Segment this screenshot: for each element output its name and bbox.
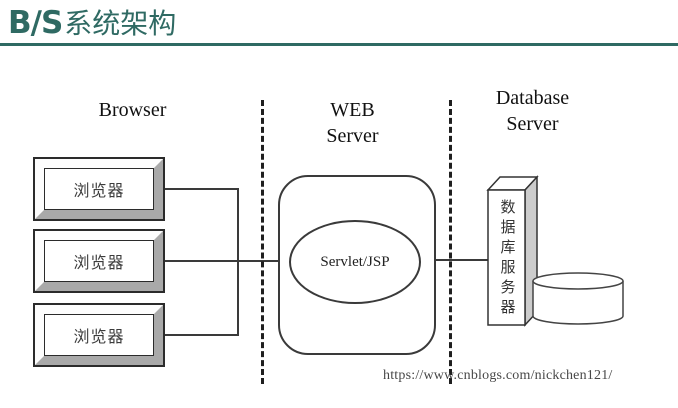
web-server-line2: Server (326, 125, 379, 147)
database-box-front-face (487, 189, 526, 326)
web-server-line1: WEB (330, 99, 375, 121)
browser-node-1-bevel: 浏览器 (35, 159, 163, 219)
title-underline (0, 43, 678, 46)
database-server-line1: Database (495, 87, 570, 109)
connector-browser3 (164, 334, 239, 336)
connector-browser2-to-webserver (164, 260, 280, 262)
browser-node-3-bevel: 浏览器 (35, 305, 163, 365)
browser-node-2-bevel: 浏览器 (35, 231, 163, 291)
database-server-label: 数据库服务器 (498, 199, 516, 319)
database-cylinder-top (532, 272, 624, 290)
page-title: B/S 系统架构 (8, 2, 176, 42)
browser-node-2-label: 浏览器 (44, 240, 154, 282)
browser-node-2: 浏览器 (33, 229, 165, 293)
database-server-line2: Server (506, 113, 559, 135)
footer-url: https://www.cnblogs.com/nickchen121/ (383, 368, 613, 383)
section-header-web-server: WEB Server (280, 97, 425, 149)
browser-node-3-label: 浏览器 (44, 314, 154, 356)
connector-webserver-to-database (434, 259, 490, 261)
browser-node-1: 浏览器 (33, 157, 165, 221)
separator-dashed-right (449, 100, 452, 384)
section-header-browser: Browser (98, 99, 167, 121)
browser-node-1-label: 浏览器 (44, 168, 154, 210)
title-latin: B/S (8, 5, 63, 41)
database-server-shape (486, 175, 624, 327)
browser-node-3: 浏览器 (33, 303, 165, 367)
servlet-jsp-label: Servlet/JSP (320, 253, 390, 270)
connector-bus-vertical (237, 188, 239, 336)
database-cylinder-body (532, 281, 624, 325)
title-chinese: 系统架构 (64, 8, 177, 39)
servlet-jsp-ellipse: Servlet/JSP (289, 220, 421, 304)
section-header-database-server: Database Server (460, 85, 605, 137)
separator-dashed-left (261, 100, 264, 384)
connector-browser1 (164, 188, 239, 190)
